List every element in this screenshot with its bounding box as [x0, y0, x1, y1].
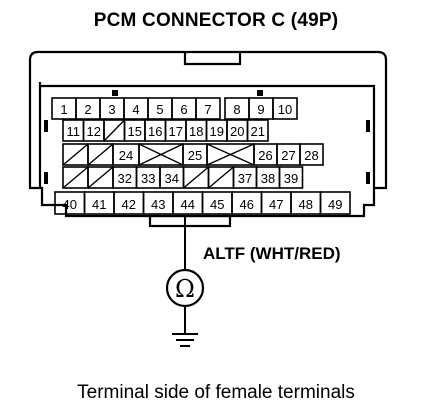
terminal-cell [272, 97, 298, 120]
terminal-number: 15 [128, 124, 142, 139]
terminal-number: 24 [119, 148, 133, 163]
terminal-number: 38 [261, 171, 275, 186]
terminal-number: 19 [210, 124, 224, 139]
terminal-number: 9 [257, 102, 264, 117]
terminal-number: 49 [328, 197, 342, 212]
terminal-number: 21 [251, 124, 265, 139]
ohm-symbol: Ω [175, 275, 195, 303]
terminal-cell [319, 191, 351, 215]
terminal-number: 20 [230, 124, 244, 139]
terminal-number: 41 [92, 197, 106, 212]
terminal-number: 46 [240, 197, 254, 212]
caption: Terminal side of female terminals [77, 382, 355, 403]
terminal-number: 44 [181, 197, 195, 212]
terminal-cell [246, 119, 269, 142]
terminal-cell [299, 143, 324, 166]
terminal-number: 2 [84, 102, 91, 117]
unused-x [138, 143, 184, 166]
terminal-number: 7 [204, 102, 211, 117]
connector-title: PCM CONNECTOR C (49P) [93, 10, 339, 31]
terminal-number: 18 [189, 124, 203, 139]
unused-slash [87, 143, 114, 166]
housing-marks [44, 90, 370, 184]
terminal-number: 12 [87, 124, 101, 139]
terminal-number: 8 [233, 102, 240, 117]
unused-slash [208, 166, 234, 189]
terminal-number: 1 [60, 102, 67, 117]
terminal-number: 45 [210, 197, 224, 212]
terminal-number: 17 [169, 124, 183, 139]
terminal-number: 33 [141, 171, 155, 186]
terminal-number: 40 [63, 197, 77, 212]
terminal-number: 25 [188, 148, 202, 163]
terminal-number: 32 [118, 171, 132, 186]
terminal-number: 6 [180, 102, 187, 117]
unused-slash [183, 166, 209, 189]
terminal-number: 16 [148, 124, 162, 139]
terminal-number: 48 [299, 197, 313, 212]
ohmmeter-icon: Ω [165, 268, 205, 308]
connector-housing [28, 50, 388, 228]
terminal-number: 11 [67, 124, 81, 139]
terminal-number: 37 [238, 171, 252, 186]
unused-slash [62, 143, 89, 166]
terminal-cell [195, 97, 221, 120]
terminal-number: 42 [122, 197, 136, 212]
unused-x [206, 143, 255, 166]
terminal-number: 27 [281, 148, 295, 163]
terminal-number: 34 [165, 171, 179, 186]
unused-slash [62, 166, 89, 189]
signal-label: ALTF (WHT/RED) [203, 244, 341, 263]
terminal-number: 28 [304, 148, 318, 163]
ground-icon [172, 333, 198, 347]
terminal-number: 39 [284, 171, 298, 186]
unused-slash [103, 119, 126, 142]
terminal-number: 3 [108, 102, 115, 117]
unused-slash [87, 166, 114, 189]
terminal-number: 26 [258, 148, 272, 163]
terminal-number: 43 [151, 197, 165, 212]
terminal-number: 5 [156, 102, 163, 117]
terminal-cell [278, 166, 304, 189]
terminal-number: 10 [278, 102, 292, 117]
terminal-number: 47 [269, 197, 283, 212]
terminal-number: 4 [132, 102, 139, 117]
